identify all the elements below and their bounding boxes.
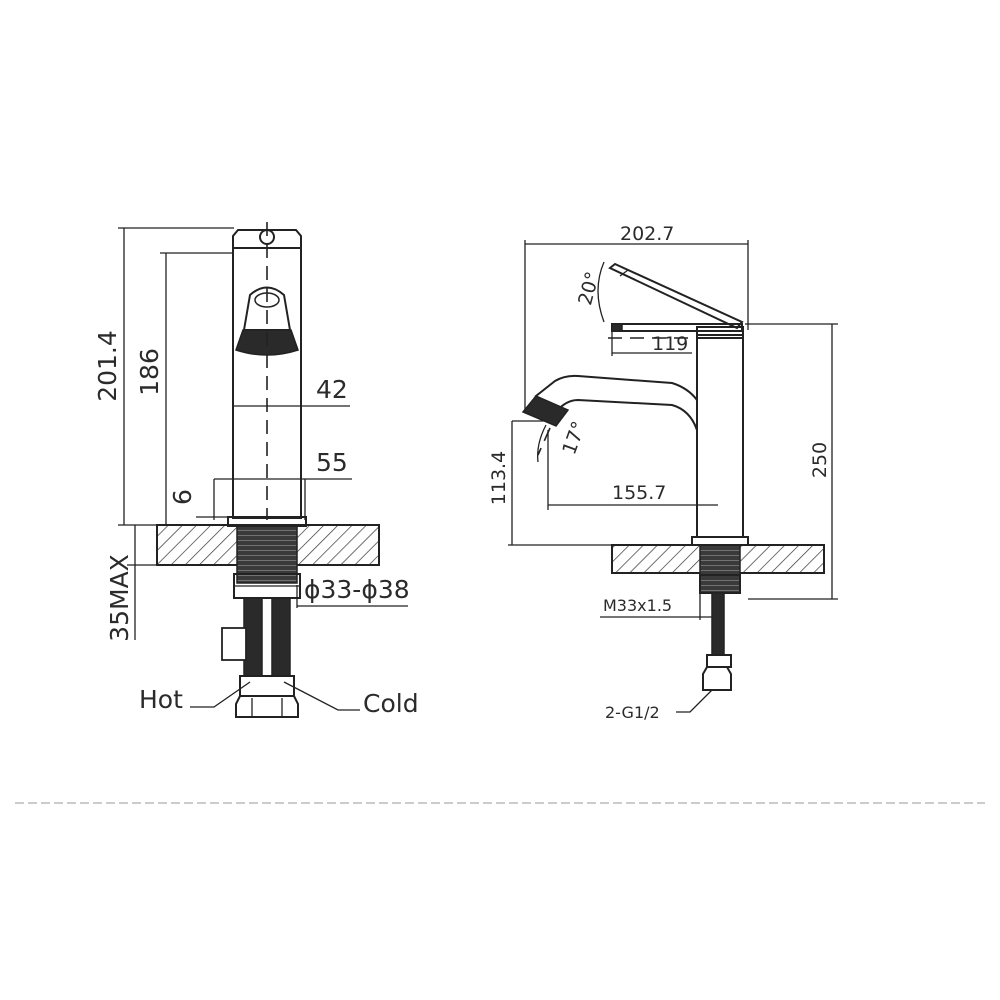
side-hose-nut	[702, 666, 732, 691]
side-lever-open	[608, 262, 744, 330]
side-dim-thread: M33x1.5	[603, 596, 672, 615]
side-shank	[699, 544, 741, 594]
side-dim-handle-length: 119	[652, 333, 688, 355]
side-dim-spout-reach: 155.7	[612, 482, 666, 504]
side-dim-connection: 2-G1/2	[605, 703, 660, 722]
front-handle-cap	[232, 229, 302, 249]
side-dim-total-width: 202.7	[620, 223, 674, 245]
front-dim-spout-height: 186	[135, 348, 164, 396]
side-spout	[534, 374, 698, 431]
front-dim-total-height: 201.4	[93, 330, 122, 402]
front-hose-nuts	[235, 695, 299, 718]
front-dim-6: 6	[168, 489, 197, 505]
front-connector-band	[239, 675, 295, 697]
front-dim-counter-thickness: 35MAX	[105, 554, 134, 642]
side-dim-lever-angle: 20°	[574, 269, 604, 307]
front-hose-cold	[271, 597, 291, 677]
front-dim-hole-diameter: ϕ33-ϕ38	[304, 575, 410, 604]
side-body	[696, 334, 744, 538]
side-hose	[711, 592, 725, 656]
front-view: 201.4 186 42 55 6 35MAX ϕ33-ϕ38 Hot Cold	[93, 222, 419, 718]
front-dim-55: 55	[316, 448, 348, 477]
front-label-cold: Cold	[363, 689, 419, 718]
side-hose-band	[706, 654, 732, 668]
side-dim-spout-angle: 17°	[558, 418, 590, 457]
front-label-hot: Hot	[139, 685, 183, 714]
front-dim-42: 42	[316, 375, 348, 404]
side-dim-outlet-height: 113.4	[488, 451, 510, 505]
side-dim-total-height: 250	[809, 442, 831, 478]
front-mount-rod	[221, 627, 247, 661]
side-base-ring	[691, 536, 749, 546]
front-aerator	[242, 286, 292, 331]
side-view: 202.7 20° 119 17° 113.4 155.7 250	[488, 223, 838, 722]
